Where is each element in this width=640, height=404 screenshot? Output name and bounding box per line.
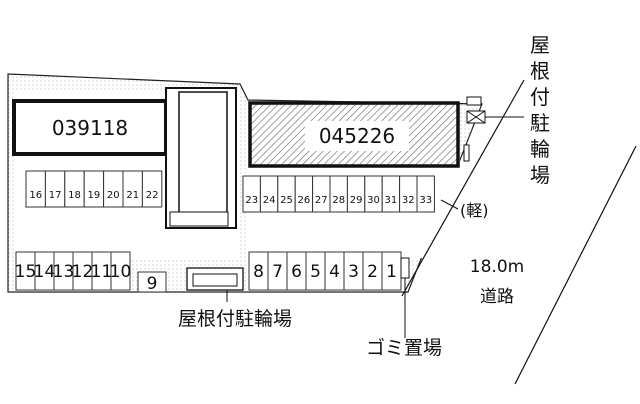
parking-slot-label: 28: [332, 195, 345, 206]
parking-slot-label: 11: [91, 262, 113, 282]
garbage-label: ゴミ置場: [366, 337, 442, 359]
parking-slot: [312, 175, 331, 213]
parking-slot: [242, 175, 261, 213]
parking-slot-label: 9: [147, 274, 158, 294]
parking-slot: [83, 170, 105, 208]
parking-slot: [381, 175, 401, 213]
parking-slot-label: 22: [146, 190, 159, 201]
parking-slot: [141, 170, 163, 208]
parking-slot-label: 16: [29, 190, 42, 201]
vertical-char-3: 付: [530, 85, 550, 109]
parking-slot: [294, 175, 314, 213]
parking-slot-label: 2: [367, 262, 378, 282]
building-right-label: 045226: [319, 124, 395, 148]
building-left: [12, 99, 168, 156]
parking-row-upper-left: 16 17 18 19 20 21 22: [25, 170, 163, 208]
parking-slot-label: 3: [348, 262, 359, 282]
parking-slot-label: 32: [402, 195, 415, 206]
parking-slot-label: 6: [291, 262, 302, 282]
parking-slot-label: 24: [263, 195, 276, 206]
bike-parking-vertical-label: 屋 根 付 駐 輪 場: [530, 33, 550, 187]
road-edge: [401, 79, 525, 297]
parking-slot-label: 25: [280, 195, 293, 206]
parking-slot: [277, 175, 296, 213]
parking-slot: [25, 170, 46, 208]
parking-slot-label: 15: [15, 262, 37, 282]
parking-slot-label: 30: [367, 195, 380, 206]
vertical-char-6: 場: [530, 163, 550, 187]
parking-slot-label: 13: [53, 262, 75, 282]
parking-slot: [44, 170, 66, 208]
parking-slot: [364, 175, 383, 213]
parking-slot-label: 12: [72, 262, 94, 282]
parking-slot-label: 4: [329, 262, 340, 282]
parking-slot: [416, 175, 435, 213]
parking-slot: [110, 251, 131, 291]
parking-slot: [399, 175, 418, 213]
parking-slot-label: 27: [315, 195, 328, 206]
garbage-area: [400, 257, 410, 279]
parking-slot: [137, 271, 167, 293]
vertical-char-5: 輪: [530, 137, 550, 161]
parking-slot-label: 17: [49, 190, 62, 201]
parking-slot: [122, 170, 143, 208]
parking-slot-label: 19: [88, 190, 101, 201]
vertical-char-1: 屋: [530, 33, 550, 57]
parking-slot-label: 5: [310, 262, 321, 282]
building-left-label: 039118: [52, 116, 128, 140]
vertical-char-2: 根: [530, 59, 550, 83]
parking-slot: [103, 170, 124, 208]
parking-slot-label: 26: [298, 195, 311, 206]
parking-row-upper-right: 23 24 25 26 27 28 29 30 31 32 33: [242, 175, 435, 213]
road-width-label: 18.0m: [470, 257, 524, 277]
parking-slot: [259, 175, 279, 213]
bike-rack-icon: [466, 96, 482, 106]
parking-slot: [346, 175, 366, 213]
parking-slot-label: 7: [272, 262, 283, 282]
kei-note: (軽): [460, 201, 489, 220]
parking-slot-label: 20: [107, 190, 120, 201]
parking-slot-label: 18: [68, 190, 81, 201]
parking-slot-label: 33: [419, 195, 432, 206]
parking-slot-label: 8: [253, 262, 264, 282]
bike-parking-bottom-label: 屋根付駐輪場: [178, 308, 292, 330]
vertical-char-4: 駐: [530, 111, 550, 135]
parking-slot-label: 31: [385, 195, 398, 206]
road-name-label: 道路: [480, 287, 514, 307]
parking-slot: [329, 175, 348, 213]
parking-slot-label: 21: [126, 190, 139, 201]
parking-slot-label: 14: [34, 262, 56, 282]
parking-slot: [64, 170, 85, 208]
parking-slot-label: 23: [245, 195, 258, 206]
parking-slot-label: 29: [350, 195, 363, 206]
road-edge-far: [514, 145, 637, 385]
parking-slot-label: 10: [110, 262, 132, 282]
parking-slot-label: 1: [386, 262, 397, 282]
